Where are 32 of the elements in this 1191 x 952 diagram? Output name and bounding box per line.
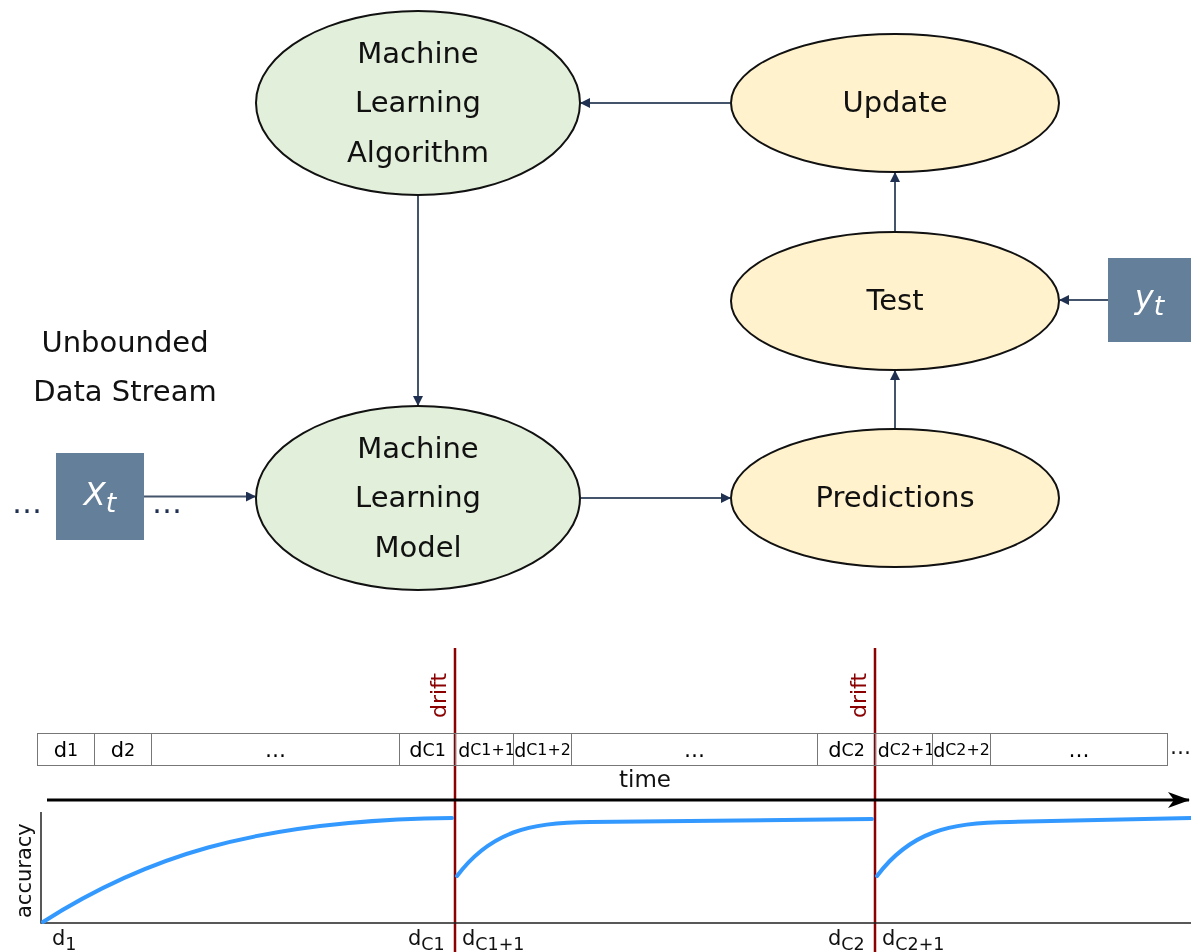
- segment-cell: …: [990, 733, 1168, 766]
- tick-label: d$_{C1}$: [408, 926, 445, 952]
- stream-label: Unbounded Data Stream: [32, 324, 218, 411]
- arrow: [413, 195, 423, 406]
- node-label: Update: [842, 84, 948, 122]
- arrow: [890, 172, 900, 232]
- tick-label: d$_{C2+1}$: [882, 926, 945, 952]
- node-label: X$_{t}$: [83, 474, 117, 519]
- axis-title: accuracy: [14, 823, 35, 918]
- node-label: y$_{t}$: [1134, 278, 1165, 322]
- segment-cell: …: [571, 733, 818, 766]
- arrow: [580, 98, 731, 108]
- ellipsis-mark: …: [1170, 735, 1191, 759]
- drift-label: drift: [428, 672, 450, 718]
- node-label: Test: [866, 282, 924, 320]
- data-box: [56, 453, 144, 540]
- arrow: [890, 370, 900, 429]
- node-label: Machine Learning Algorithm: [346, 35, 490, 171]
- node-label: Predictions: [815, 479, 975, 517]
- ellipsis-mark: …: [152, 484, 182, 520]
- ellipsis-mark: …: [12, 484, 42, 520]
- arrow: [143, 491, 256, 502]
- arrow: [1059, 295, 1109, 305]
- arrow: [580, 493, 731, 503]
- node-label: Machine Learning Model: [354, 430, 482, 566]
- segment-cell: …: [151, 733, 400, 766]
- axis-title: time: [618, 766, 672, 792]
- tick-label: d$_{C2}$: [828, 926, 865, 952]
- data-box: [1108, 258, 1191, 342]
- drift-label: drift: [848, 672, 870, 718]
- tick-label: d$_{1}$: [52, 926, 77, 952]
- tick-label: d$_{C1+1}$: [462, 926, 525, 952]
